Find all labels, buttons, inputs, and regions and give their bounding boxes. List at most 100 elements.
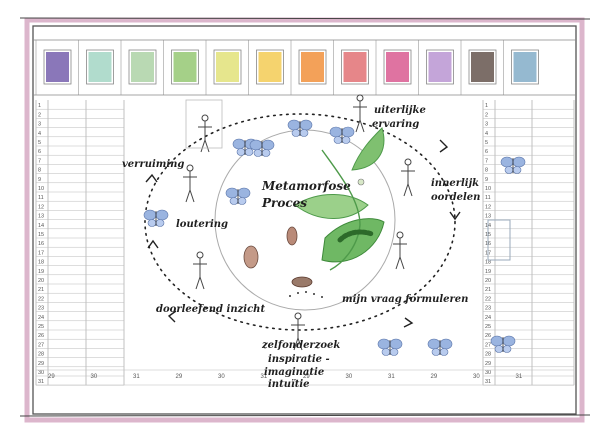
color-swatch <box>216 52 239 82</box>
cycle-arrows <box>145 139 461 328</box>
color-swatch-row <box>33 39 576 96</box>
stage-innerlijk-oordelen: innerlijk oordelen <box>431 178 480 203</box>
day-number: 5 <box>38 140 41 146</box>
day-number: 8 <box>38 168 41 174</box>
butterfly-icon <box>143 209 169 227</box>
day-number: 13 <box>38 214 44 220</box>
day-number: 9 <box>38 177 41 183</box>
day-number: 7 <box>485 158 488 164</box>
stage-zelfonderzoek: zelfonderzoek inspiratie - imaginatie in… <box>261 340 340 390</box>
stage-doorleefend-inzicht: doorleefend inzicht <box>156 304 265 315</box>
day-number: 26 <box>38 333 44 339</box>
color-swatch <box>46 52 69 82</box>
window-sketch <box>487 219 511 261</box>
day-number: 12 <box>485 204 491 210</box>
day-number: 22 <box>485 296 491 302</box>
day-number: 30 <box>473 374 480 380</box>
day-number: 2 <box>38 112 41 118</box>
stage-label: imaginatie <box>264 367 324 378</box>
stage-label: verruiming <box>122 159 184 170</box>
day-number: 27 <box>38 342 44 348</box>
color-swatch <box>131 52 154 82</box>
human-figures <box>183 94 415 351</box>
day-number: 27 <box>485 342 491 348</box>
stage-label: uiterlijke <box>374 105 426 116</box>
butterfly-icon <box>490 335 516 353</box>
sparkle-dots <box>289 291 323 298</box>
stage-loutering: loutering <box>176 219 228 230</box>
day-number: 20 <box>485 278 491 284</box>
stage-uiterlijke-ervaring: uiterlijke ervaring <box>372 105 426 130</box>
color-swatch <box>471 52 494 82</box>
day-number: 25 <box>38 324 44 330</box>
day-number: 16 <box>38 241 44 247</box>
day-number: 18 <box>38 260 44 266</box>
figure-icon <box>353 94 367 133</box>
title-line-2: Proces <box>261 196 307 210</box>
day-number: 30 <box>346 374 353 380</box>
day-number: 3 <box>38 122 41 128</box>
arrow-icon <box>145 173 158 183</box>
arrow-icon <box>147 239 159 249</box>
caterpillar <box>337 229 375 243</box>
day-number: 23 <box>485 306 491 312</box>
figure-icon <box>198 114 212 153</box>
stage-label: intuïtie <box>268 379 310 390</box>
day-number: 28 <box>38 352 44 358</box>
figure-icon <box>393 231 407 270</box>
day-number: 24 <box>38 315 44 321</box>
cocoon <box>286 226 298 246</box>
egg <box>357 178 365 186</box>
stage-label: doorleefend inzicht <box>156 304 265 315</box>
day-number: 2 <box>485 112 488 118</box>
day-number: 9 <box>485 177 488 183</box>
color-swatch <box>173 52 197 82</box>
day-number: 22 <box>38 296 44 302</box>
color-swatch <box>513 52 537 82</box>
day-number: 28 <box>485 352 491 358</box>
day-number: 31 <box>261 374 268 380</box>
stage-label: innerlijk <box>431 178 479 189</box>
color-swatch <box>343 52 367 82</box>
day-number: 29 <box>485 361 491 367</box>
stage-verruiming: verruiming <box>122 159 184 170</box>
butterfly-icon <box>500 156 526 174</box>
frame-overshoot-top <box>19 17 591 20</box>
butterfly-icon <box>287 119 313 137</box>
title-line-1: Metamorfose <box>261 179 351 193</box>
color-swatch <box>88 52 112 82</box>
color-swatch <box>386 52 409 82</box>
day-number: 11 <box>38 195 44 201</box>
day-number: 10 <box>38 186 44 192</box>
day-number: 19 <box>38 269 44 275</box>
butterfly-icon <box>329 126 355 144</box>
day-number: 12 <box>38 204 44 210</box>
leaf-middle <box>294 194 369 219</box>
stage-mijn-vraag-formuleren: mijn vraag formuleren <box>342 294 468 305</box>
arrow-icon <box>167 310 177 323</box>
day-number: 29 <box>431 374 438 380</box>
figure-icon <box>183 164 197 203</box>
day-number: 24 <box>485 315 491 321</box>
day-number: 1 <box>485 103 488 109</box>
outer-frame <box>24 17 585 423</box>
day-number: 30 <box>91 374 98 380</box>
color-swatch <box>258 52 282 82</box>
butterfly-icon <box>249 139 275 157</box>
inner-frame <box>32 25 577 415</box>
day-number: 30 <box>485 370 491 376</box>
figure-sketch-top <box>185 99 223 149</box>
day-number: 10 <box>485 186 491 192</box>
day-number: 7 <box>38 158 41 164</box>
day-number: 29 <box>303 374 310 380</box>
day-number: 5 <box>485 140 488 146</box>
stage-label: oordelen <box>431 192 480 203</box>
day-number: 29 <box>48 374 55 380</box>
day-number: 29 <box>176 374 183 380</box>
day-number: 31 <box>38 379 44 385</box>
figure-icon <box>193 251 207 290</box>
day-number: 4 <box>38 131 41 137</box>
outer-dotted-cycle <box>144 113 456 331</box>
